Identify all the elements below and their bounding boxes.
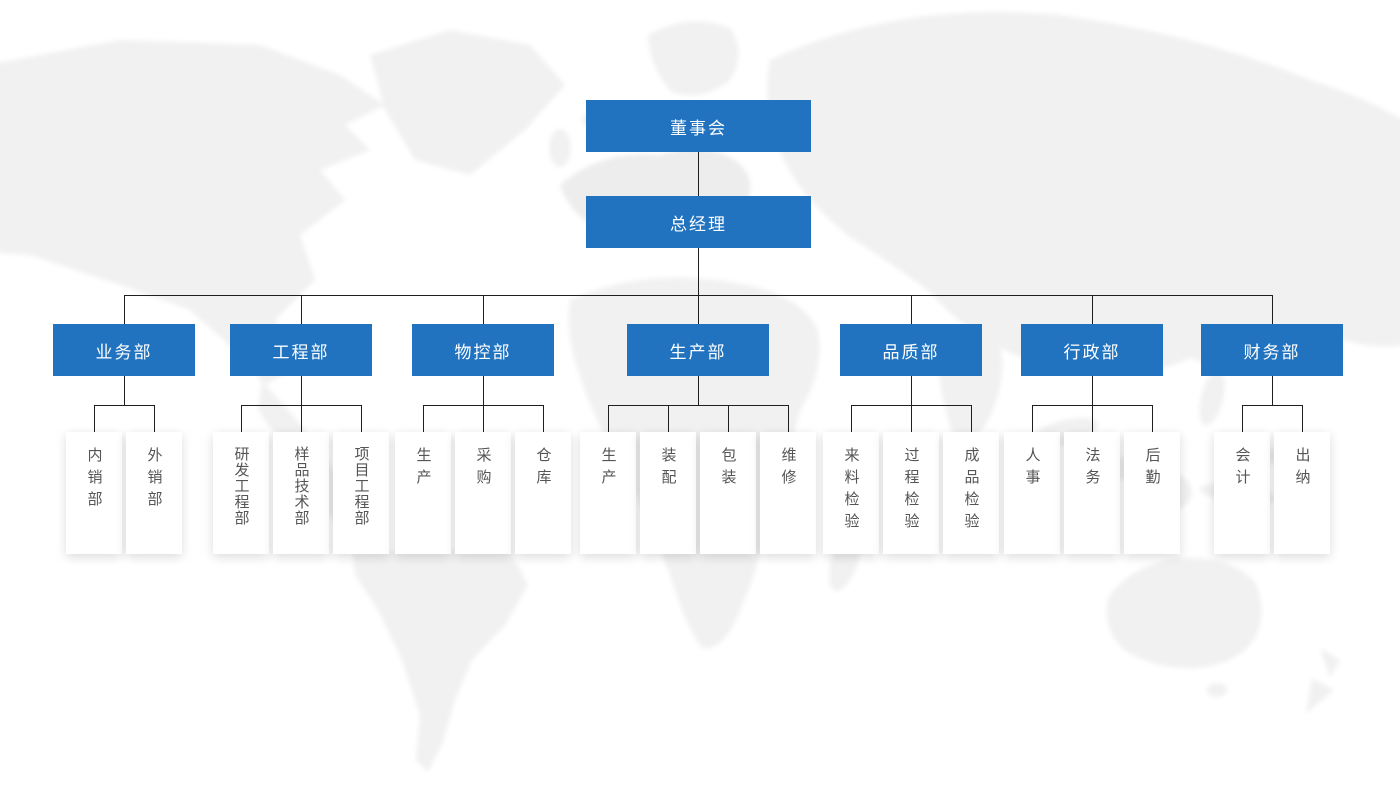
leaf-sample-technology: 样品技术部 (273, 432, 329, 554)
connector-line (911, 405, 912, 432)
node-label: 总经理 (670, 214, 727, 234)
leaf-export-sales: 外销部 (126, 432, 182, 554)
leaf-mc-purchasing: 采购 (455, 432, 511, 554)
node-label: 财务部 (1243, 342, 1301, 362)
connector-line (668, 405, 669, 432)
connector-line (698, 152, 699, 196)
dept-quality: 品质部 (840, 324, 982, 376)
connector-line (698, 248, 699, 295)
connector-line (1092, 405, 1093, 432)
leaf-label: 样品技术部 (292, 446, 310, 526)
node-label: 品质部 (882, 342, 940, 362)
connector-line (361, 405, 362, 432)
connector-line (971, 405, 972, 432)
connector-line (1092, 295, 1093, 324)
leaf-label: 外销部 (145, 447, 163, 513)
connector-line (124, 295, 125, 324)
leaf-label: 出纳 (1293, 447, 1311, 491)
leaf-legal: 法务 (1064, 432, 1120, 554)
leaf-label: 成品检验 (962, 447, 980, 535)
connector-line (483, 376, 484, 405)
connector-line (301, 376, 302, 405)
leaf-label: 后勤 (1143, 447, 1161, 491)
connector-line (241, 405, 242, 432)
leaf-label: 生产 (414, 447, 432, 491)
connector-line (698, 295, 699, 324)
leaf-label: 人事 (1023, 447, 1041, 491)
node-general-manager: 总经理 (586, 196, 811, 248)
connector-line (608, 405, 609, 432)
connector-line (301, 295, 302, 324)
node-label: 行政部 (1063, 342, 1121, 362)
leaf-label: 法务 (1083, 447, 1101, 491)
node-label: 业务部 (95, 342, 153, 362)
dept-engineering: 工程部 (230, 324, 372, 376)
leaf-label: 内销部 (85, 447, 103, 513)
leaf-final-inspection: 成品检验 (943, 432, 999, 554)
connector-line (608, 405, 789, 406)
connector-line (698, 376, 699, 405)
connector-line (911, 295, 912, 324)
leaf-label: 采购 (474, 447, 492, 491)
leaf-prod-assembly: 装配 (640, 432, 696, 554)
leaf-label: 过程检验 (902, 447, 920, 535)
dept-material-control: 物控部 (412, 324, 554, 376)
leaf-prod-maintenance: 维修 (760, 432, 816, 554)
connector-line (788, 405, 789, 432)
leaf-label: 生产 (599, 447, 617, 491)
node-label: 董事会 (670, 118, 727, 138)
leaf-incoming-inspection: 来料检验 (823, 432, 879, 554)
node-label: 生产部 (669, 342, 727, 362)
leaf-label: 维修 (779, 447, 797, 491)
connector-line (124, 376, 125, 405)
connector-line (423, 405, 424, 432)
connector-line (94, 405, 95, 432)
connector-line (1272, 376, 1273, 405)
connector-line (1032, 405, 1033, 432)
leaf-accounting: 会计 (1214, 432, 1270, 554)
dept-finance: 财务部 (1201, 324, 1343, 376)
node-label: 物控部 (454, 342, 512, 362)
connector-line (1092, 376, 1093, 405)
dept-business: 业务部 (53, 324, 195, 376)
leaf-label: 项目工程部 (352, 446, 370, 526)
leaf-cashier: 出纳 (1274, 432, 1330, 554)
dept-production: 生产部 (627, 324, 769, 376)
leaf-label: 研发工程部 (232, 446, 250, 526)
leaf-process-inspection: 过程检验 (883, 432, 939, 554)
leaf-prod-production: 生产 (580, 432, 636, 554)
connector-line (1242, 405, 1243, 432)
leaf-project-engineering: 项目工程部 (333, 432, 389, 554)
connector-line (728, 405, 729, 432)
leaf-prod-packaging: 包装 (700, 432, 756, 554)
leaf-label: 装配 (659, 447, 677, 491)
leaf-rd-engineering: 研发工程部 (213, 432, 269, 554)
leaf-hr: 人事 (1004, 432, 1060, 554)
connector-line (1152, 405, 1153, 432)
connector-line (851, 405, 852, 432)
dept-administration: 行政部 (1021, 324, 1163, 376)
leaf-mc-production: 生产 (395, 432, 451, 554)
connector-line (483, 405, 484, 432)
connector-line (911, 376, 912, 405)
leaf-label: 来料检验 (842, 447, 860, 535)
leaf-label: 包装 (719, 447, 737, 491)
connector-line (483, 295, 484, 324)
leaf-mc-warehouse: 仓库 (515, 432, 571, 554)
connector-line (154, 405, 155, 432)
node-label: 工程部 (272, 342, 330, 362)
leaf-domestic-sales: 内销部 (66, 432, 122, 554)
leaf-logistics: 后勤 (1124, 432, 1180, 554)
connector-line (1242, 405, 1303, 406)
connector-line (94, 405, 155, 406)
node-board-of-directors: 董事会 (586, 100, 811, 152)
connector-line (1272, 295, 1273, 324)
leaf-label: 会计 (1233, 447, 1251, 491)
connector-line (1302, 405, 1303, 432)
connector-line (301, 405, 302, 432)
connector-line (543, 405, 544, 432)
leaf-label: 仓库 (534, 447, 552, 491)
